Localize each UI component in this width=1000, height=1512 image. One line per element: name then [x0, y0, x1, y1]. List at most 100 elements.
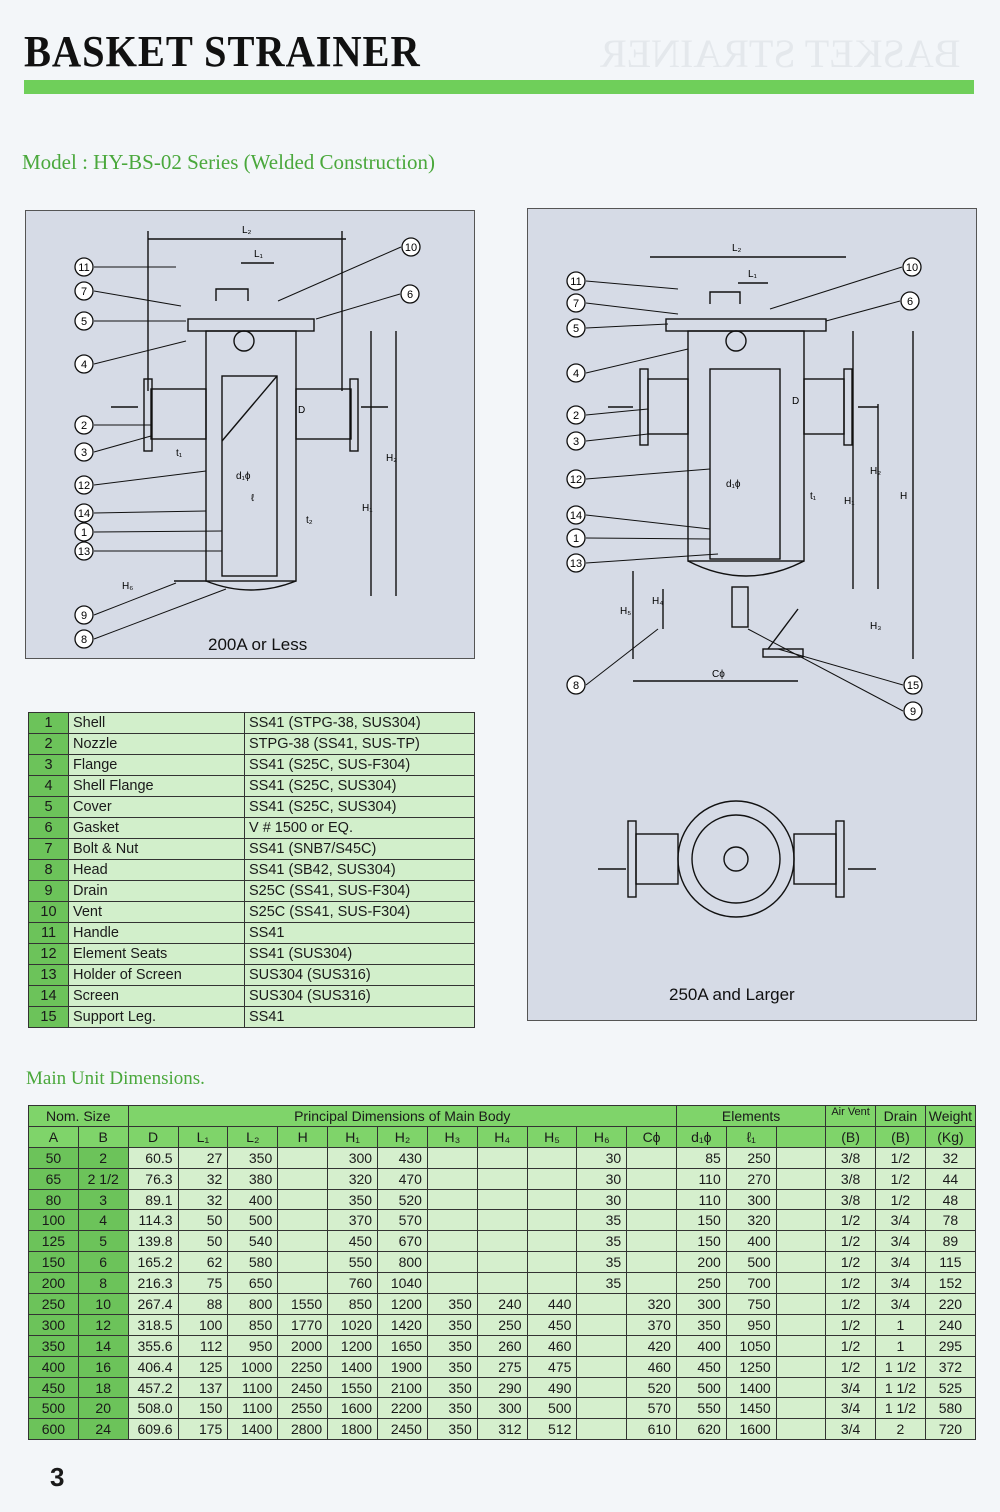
dimension-cell: 570	[626, 1397, 677, 1420]
dimension-cell: 950	[227, 1334, 279, 1357]
dimension-cell: 950	[725, 1313, 777, 1336]
dimension-cell: 1/2	[825, 1355, 876, 1378]
callout-15: 15	[777, 648, 923, 695]
callout-11: 11	[74, 257, 176, 277]
dimension-cell: 125	[177, 1355, 229, 1378]
callout-2: 2	[74, 415, 151, 435]
dimension-cell: 1000	[227, 1355, 279, 1378]
dimension-cell: 3/4	[825, 1418, 876, 1441]
callout-4: 4	[566, 348, 689, 383]
nominal-size-cell: 50	[28, 1146, 79, 1169]
callout-10: 10	[769, 257, 922, 310]
dimension-cell: 115	[924, 1251, 977, 1274]
dimension-cell: 2200	[377, 1397, 428, 1420]
dimension-cell	[476, 1272, 528, 1295]
column-header: Cϕ	[626, 1125, 677, 1148]
dim-label-h4: H₄	[652, 596, 663, 607]
dimension-cell: 250	[476, 1313, 528, 1336]
dimension-cell: 1800	[327, 1418, 379, 1441]
dimension-cell	[775, 1251, 827, 1274]
column-header: D	[127, 1125, 179, 1148]
dimension-cell: 3/4	[874, 1251, 926, 1274]
dimension-cell: 400	[675, 1334, 727, 1357]
nominal-size-cell: 10	[77, 1293, 129, 1315]
dimension-cell	[775, 1418, 827, 1441]
nominal-size-cell: 2 1/2	[77, 1167, 129, 1190]
dimension-cell	[775, 1146, 827, 1169]
nominal-size-cell: 5	[77, 1230, 129, 1253]
svg-text:9: 9	[81, 610, 87, 622]
dimension-cell: 370	[626, 1313, 677, 1336]
nominal-size-cell: 150	[28, 1251, 79, 1274]
dimension-cell: 720	[924, 1418, 977, 1441]
dimension-cell	[526, 1251, 578, 1274]
nominal-size-cell: 600	[28, 1418, 79, 1441]
svg-text:2: 2	[81, 420, 87, 432]
strainer-drawing-small: L₂ L₁ D H₁ H₂ H₆ d₁ϕ ℓ t₁ t₂ 11754231214…	[74, 225, 421, 649]
nominal-size-cell: 20	[77, 1397, 129, 1420]
dimension-cell: 1420	[377, 1313, 428, 1336]
dimension-cell: 525	[924, 1376, 977, 1399]
part-name: Nozzle	[68, 733, 245, 755]
dimension-cell: 100	[177, 1313, 229, 1336]
header-weight: Weight	[924, 1105, 977, 1127]
callout-12: 12	[566, 468, 711, 489]
dimension-cell: 89.1	[127, 1188, 179, 1211]
callout-1: 1	[74, 522, 223, 542]
dimension-cell: 650	[227, 1272, 279, 1295]
dimension-cell: 1600	[725, 1418, 777, 1441]
dimension-cell: 35	[576, 1209, 628, 1232]
column-header: H₆	[576, 1125, 628, 1148]
dimension-cell: 470	[377, 1167, 428, 1190]
part-name: Drain	[68, 880, 245, 902]
column-header: H₁	[327, 1125, 379, 1148]
dimension-cell: 60.5	[127, 1146, 179, 1169]
dimension-cell	[626, 1251, 677, 1274]
part-material: SS41 (SNB7/S45C)	[244, 838, 475, 860]
dimension-cell: 520	[626, 1376, 677, 1399]
dimension-cell: 240	[924, 1313, 977, 1336]
part-number: 7	[28, 838, 69, 860]
part-name: Head	[68, 859, 245, 881]
nominal-size-cell: 14	[77, 1334, 129, 1357]
part-material: SS41 (SUS304)	[244, 943, 475, 965]
callout-14: 14	[566, 505, 711, 530]
dim-label-l: ℓ	[251, 493, 255, 504]
part-number: 15	[28, 1006, 69, 1028]
dimension-cell	[626, 1230, 677, 1253]
nominal-size-cell: 450	[28, 1376, 79, 1399]
dimension-cell: 200	[675, 1251, 727, 1274]
dimension-cell: 1600	[327, 1397, 379, 1420]
nominal-size-cell: 2	[77, 1146, 129, 1169]
dimension-cell: 270	[725, 1167, 777, 1190]
part-material: SS41 (SB42, SUS304)	[244, 859, 475, 881]
dimension-cell: 295	[924, 1334, 977, 1357]
dimension-cell: 500	[227, 1209, 279, 1232]
dimension-cell: 508.0	[127, 1397, 179, 1420]
dimension-cell: 850	[227, 1313, 279, 1336]
dimension-cell: 700	[725, 1272, 777, 1295]
part-name: Support Leg.	[68, 1006, 245, 1028]
dimension-cell	[277, 1209, 329, 1232]
part-number: 1	[28, 712, 69, 734]
dimension-cell: 110	[675, 1167, 727, 1190]
dim-label-h3: H₃	[870, 621, 881, 632]
part-number: 6	[28, 817, 69, 839]
svg-text:5: 5	[573, 323, 579, 335]
callout-14: 14	[74, 503, 207, 523]
dimension-cell: 1 1/2	[874, 1355, 926, 1378]
dimension-cell: 580	[227, 1251, 279, 1274]
part-name: Holder of Screen	[68, 964, 245, 986]
dimension-cell: 350	[327, 1188, 379, 1211]
dimension-cell	[576, 1418, 628, 1441]
dimension-cell: 320	[327, 1167, 379, 1190]
